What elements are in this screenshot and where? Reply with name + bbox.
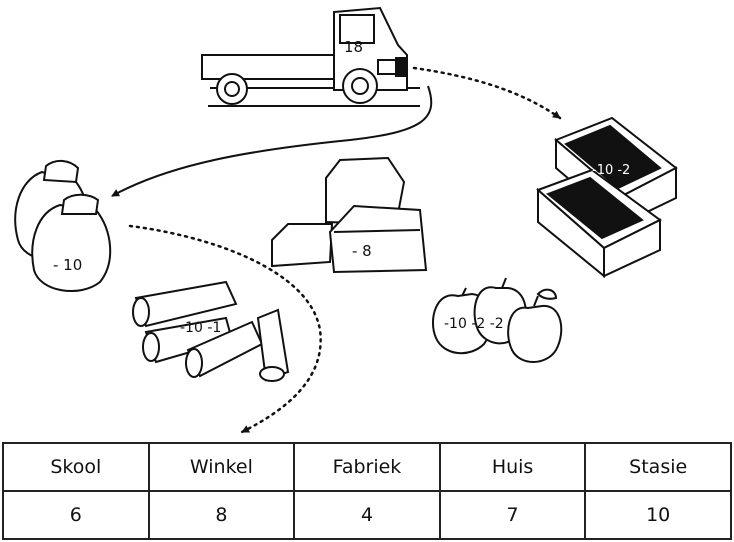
value-cell-skool: 6 bbox=[2, 490, 150, 540]
truck-label: 18 bbox=[344, 38, 363, 56]
delivery-table: Skool Winkel Fabriek Huis Stasie 6 8 4 7… bbox=[2, 442, 732, 540]
header-cell-skool: Skool bbox=[2, 442, 150, 492]
crates-illustration bbox=[536, 116, 678, 279]
table-header-row: Skool Winkel Fabriek Huis Stasie bbox=[2, 442, 732, 492]
dotted-arrow-to-crates bbox=[412, 66, 562, 120]
dotted-arrow-to-table bbox=[128, 224, 322, 434]
crates-label: -10 -2 bbox=[592, 163, 630, 178]
logs-illustration bbox=[132, 280, 290, 382]
value-cell-winkel: 8 bbox=[147, 490, 296, 540]
truck-illustration bbox=[201, 6, 420, 107]
value-cell-huis: 7 bbox=[438, 490, 587, 540]
boxes-label: - 8 bbox=[352, 242, 372, 260]
boxes-illustration bbox=[271, 156, 428, 274]
value-cell-stasie: 10 bbox=[584, 490, 732, 540]
apples-label: -10 -2 -2 bbox=[444, 316, 504, 332]
bags-label: - 10 bbox=[53, 256, 82, 274]
logs-label: -10 -1 bbox=[180, 320, 221, 336]
apples-illustration bbox=[432, 277, 563, 363]
header-cell-fabriek: Fabriek bbox=[293, 442, 441, 492]
delivery-scene: 18 - 10 - 8 -10 -2 -10 -1 bbox=[14, 6, 678, 434]
header-cell-stasie: Stasie bbox=[584, 442, 732, 492]
value-cell-fabriek: 4 bbox=[293, 490, 441, 540]
road-arrow bbox=[111, 85, 433, 197]
header-cell-huis: Huis bbox=[438, 442, 587, 492]
header-cell-winkel: Winkel bbox=[147, 442, 296, 492]
bags-illustration bbox=[14, 160, 112, 293]
table-value-row: 6 8 4 7 10 bbox=[2, 490, 732, 540]
